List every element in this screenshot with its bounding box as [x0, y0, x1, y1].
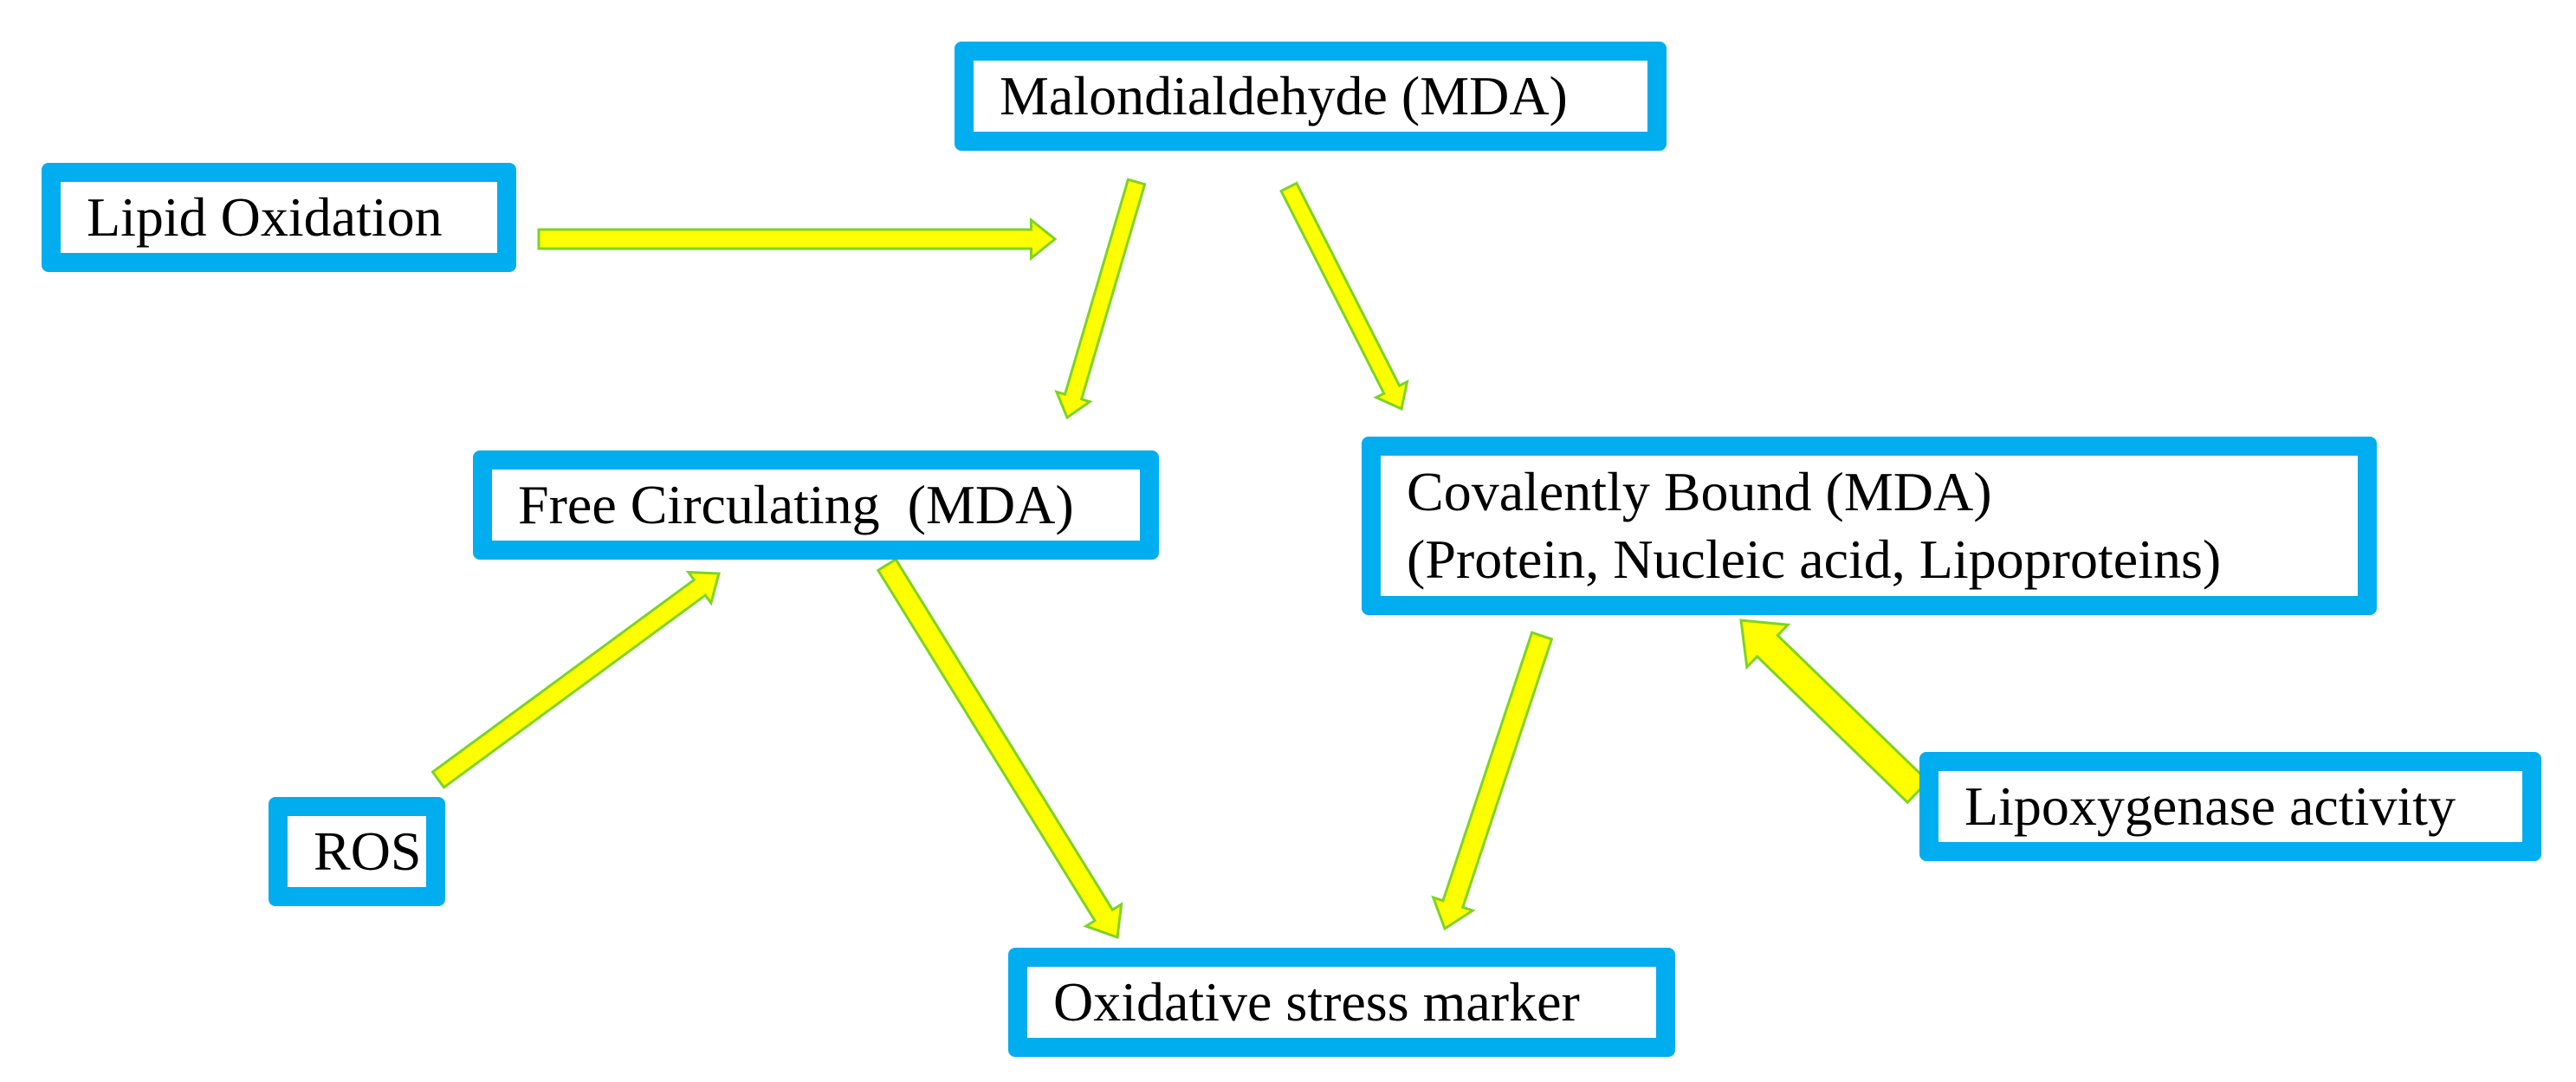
node-stress-marker: Oxidative stress marker [1008, 948, 1675, 1057]
node-lipid-oxidation: Lipid Oxidation [42, 163, 516, 272]
arrow-bound-mda-to-stress-marker [1431, 631, 1554, 931]
node-lipoxygenase: Lipoxygenase activity [1919, 752, 2541, 861]
node-bound-mda-line1: Covalently Bound (MDA) [1407, 460, 1992, 522]
node-lipid-oxidation-label: Lipid Oxidation [87, 185, 443, 248]
arrow-lipid-oxidation-to-mda [537, 217, 1058, 262]
node-ros: ROS [269, 797, 445, 906]
arrow-mda-to-free-mda [1054, 178, 1147, 420]
arrow-lipoxygenase-to-bound-mda [1739, 619, 1930, 805]
node-free-mda: Free Circulating (MDA) [473, 450, 1159, 560]
node-mda-label: Malondialdehyde (MDA) [1000, 64, 1568, 126]
node-mda: Malondialdehyde (MDA) [955, 42, 1667, 151]
arrow-free-mda-to-stress-marker [876, 557, 1123, 940]
node-ros-label: ROS [314, 820, 422, 882]
arrow-mda-to-bound-mda [1279, 181, 1409, 411]
node-stress-marker-label: Oxidative stress marker [1053, 970, 1580, 1033]
node-lipoxygenase-label: Lipoxygenase activity [1964, 774, 2456, 837]
node-bound-mda: Covalently Bound (MDA) (Protein, Nucleic… [1362, 437, 2377, 615]
node-free-mda-label: Free Circulating (MDA) [518, 473, 1074, 535]
node-bound-mda-line2: (Protein, Nucleic acid, Lipoproteins) [1407, 528, 2222, 590]
arrow-ros-to-free-mda [430, 570, 721, 789]
